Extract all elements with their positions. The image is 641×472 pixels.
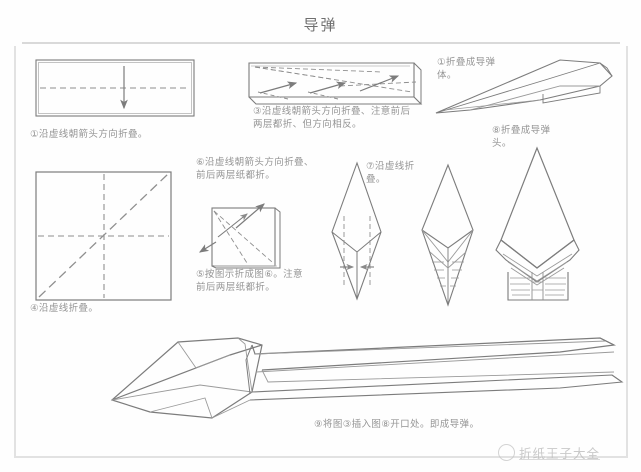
sheet-frame xyxy=(14,46,628,458)
figure-step-4 xyxy=(35,171,172,301)
caption-step-4: ④沿虚线折叠。 xyxy=(30,303,99,314)
figure-step-7b xyxy=(421,163,474,307)
page-title: 导弹 xyxy=(303,16,338,34)
caption-step-5: ⑤按图示折成图⑥。注意前后两层纸都折。 xyxy=(196,269,303,293)
figure-step-1 xyxy=(35,59,195,117)
figure-step-8 xyxy=(495,146,580,301)
figure-step-3 xyxy=(248,62,423,105)
caption-step-6: ⑥沿虚线朝箭头方向折叠、前后两层纸都折。 xyxy=(196,157,314,181)
caption-missile-body: ①折叠成导弹体。 xyxy=(437,57,496,81)
caption-step-8: ⑧折叠成导弹头。 xyxy=(492,125,551,149)
title-divider xyxy=(22,42,620,44)
figure-step-7 xyxy=(331,161,382,301)
caption-step-9: ⑨将图③插入图⑧开口处。即成导弹。 xyxy=(314,419,480,430)
figure-missile-body xyxy=(435,59,613,114)
caption-step-3: ③沿虚线朝箭头方向折叠、注意前后两层都折、但方向相反。 xyxy=(253,106,411,130)
caption-step-1: ①沿虚线朝箭头方向折叠。 xyxy=(30,129,148,140)
caption-step-7: ⑦沿虚线折叠。 xyxy=(366,161,415,185)
watermark-text: 折纸王子大全 xyxy=(519,445,601,461)
watermark: 折纸王子大全 xyxy=(498,439,634,465)
figure-step-5 xyxy=(198,203,281,269)
figure-assembled-missile xyxy=(110,337,624,419)
watermark-logo-icon xyxy=(498,443,515,461)
